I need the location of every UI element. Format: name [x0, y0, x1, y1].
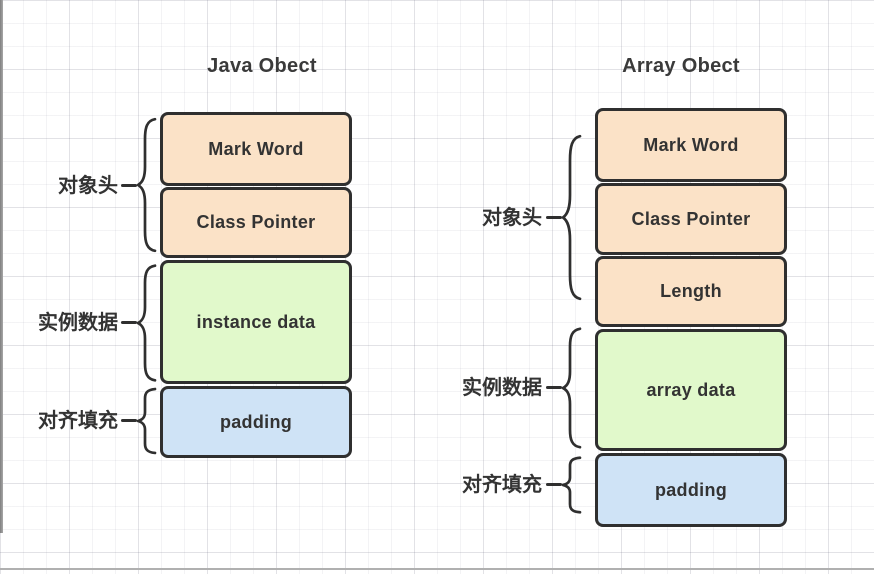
label-connector: [121, 321, 137, 324]
array-data-box: array data: [595, 329, 787, 451]
label-connector: [121, 419, 137, 422]
java-object-title: Java Obect: [207, 55, 317, 77]
brace-icon: [135, 387, 157, 455]
java-padding-box: padding: [160, 386, 352, 458]
java-object-header-label: 对象头: [58, 175, 118, 197]
java-class-pointer-box: Class Pointer: [160, 187, 352, 258]
java-align-padding-label: 对齐填充: [38, 410, 118, 432]
brace-icon: [135, 115, 157, 255]
canvas-left-edge: [0, 0, 3, 533]
label-connector: [546, 386, 562, 389]
brace-icon: [560, 325, 582, 451]
java-instance-data-label: 实例数据: [38, 312, 118, 334]
array-length-box: Length: [595, 256, 787, 327]
canvas-bottom-edge: [0, 568, 874, 570]
brace-icon: [560, 131, 582, 304]
array-class-pointer-box: Class Pointer: [595, 183, 787, 255]
java-mark-word-box: Mark Word: [160, 112, 352, 186]
label-connector: [546, 216, 562, 219]
label-connector: [121, 184, 137, 187]
array-mark-word-box: Mark Word: [595, 108, 787, 182]
array-instance-data-label: 实例数据: [462, 377, 542, 399]
brace-icon: [560, 456, 582, 514]
array-object-title: Array Obect: [622, 55, 740, 77]
brace-icon: [135, 262, 157, 384]
java-instance-data-box: instance data: [160, 260, 352, 384]
array-padding-box: padding: [595, 453, 787, 527]
array-align-padding-label: 对齐填充: [462, 474, 542, 496]
array-object-header-label: 对象头: [482, 207, 542, 229]
label-connector: [546, 483, 562, 486]
